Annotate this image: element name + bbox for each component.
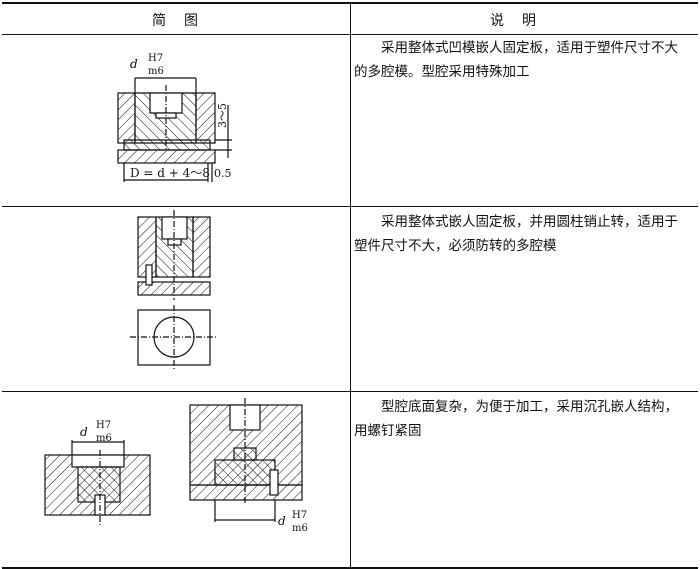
fit-tolerance-hole: H7 xyxy=(148,53,163,64)
fit-symbol-d: d xyxy=(278,514,286,528)
column-divider xyxy=(350,4,351,567)
row-divider xyxy=(2,391,698,392)
outer-diameter-formula: D = d + 4～8 xyxy=(130,166,210,180)
fit-tolerance-shaft: m6 xyxy=(148,66,164,77)
fit-tolerance-shaft: m6 xyxy=(292,523,308,534)
fit-tolerance-hole: H7 xyxy=(96,420,111,431)
diagram-3-screwed-insert xyxy=(189,398,303,522)
fit-symbol-d: d xyxy=(80,425,88,439)
diagram-2-pinned-insert xyxy=(130,210,218,370)
fit-tolerance-hole: H7 xyxy=(292,510,307,521)
fit-tolerance-shaft: m6 xyxy=(96,433,112,444)
row-3-description: 型腔底面复杂，为便于加工，采用沉孔嵌人结构，用螺钉紧固 xyxy=(354,399,678,439)
depth-dimension: 3～5 xyxy=(216,103,229,128)
row-1-description: 采用整体式凹模嵌人固定板，适用于塑件尺寸不大的多腔模。型腔采用特殊加工 xyxy=(354,40,678,80)
header-diagram: 简 图 xyxy=(152,13,200,29)
fit-symbol-d: d xyxy=(130,57,138,71)
row-divider xyxy=(2,206,698,207)
row-2-description: 采用整体式嵌人固定板，并用圆柱销止转，适用于塑件尺寸不大，必须防转的多腔模 xyxy=(354,214,678,254)
header-description: 说 明 xyxy=(490,13,538,29)
gap-dimension: 0.5 xyxy=(214,167,232,180)
diagrams: d H7 m6 D = d + 4～8 0.5 3～5 d H7 m6 d H7… xyxy=(44,53,308,534)
diagram-3-counterbore-insert xyxy=(44,440,151,525)
header-divider xyxy=(2,34,698,35)
diagram-1-integral-cavity-insert xyxy=(117,77,232,182)
